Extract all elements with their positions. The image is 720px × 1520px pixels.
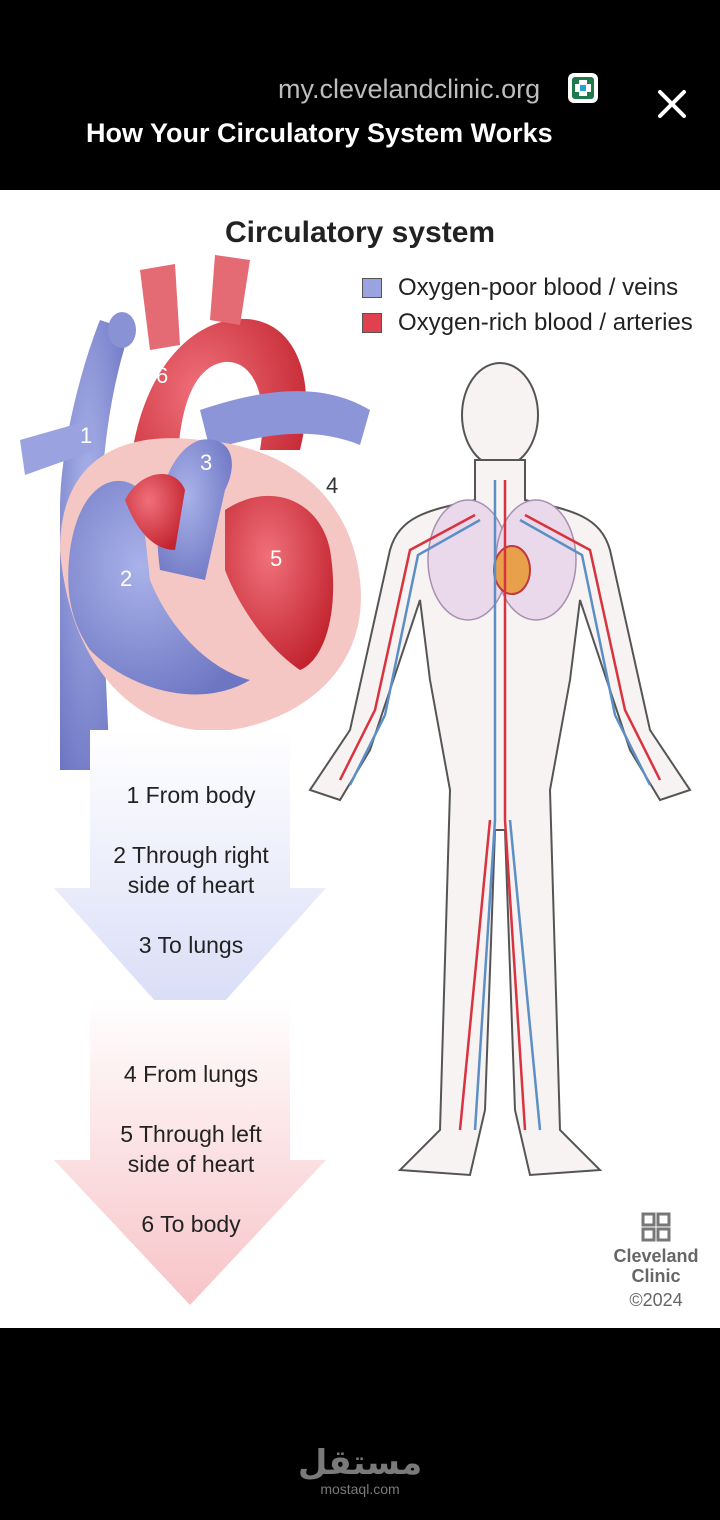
step-1: 1 From body (126, 782, 256, 808)
step-5-line1: 5 Through left (120, 1121, 262, 1147)
flow-arrows (54, 730, 326, 1305)
circulatory-infographic: Circulatory system Oxygen-poor blood / v… (0, 190, 720, 1328)
figure-title: Circulatory system (224, 216, 496, 249)
step-2-line2: side of heart (127, 872, 255, 898)
pulmonary-vessel (200, 391, 370, 450)
legend-label-arteries: Oxygen-rich blood / arteries (398, 309, 693, 336)
heart-illustration: 6 1 3 4 2 5 (20, 255, 370, 770)
legend-swatch-arteries (362, 313, 382, 333)
body-illustration (308, 362, 692, 1177)
copyright: ©2024 (629, 1290, 683, 1310)
step-2-line1: 2 Through right (113, 842, 269, 868)
arrow-oxygen-rich (54, 1000, 326, 1305)
legend-item-arteries: Oxygen-rich blood / arteries (362, 309, 693, 337)
brand-line2: Clinic (631, 1266, 681, 1286)
steps-oxygen-rich: 4 From lungs 5 Through left side of hear… (56, 1059, 326, 1239)
close-icon[interactable] (648, 80, 696, 128)
vessel-opening (108, 312, 136, 348)
brand-line1: Cleveland (613, 1246, 699, 1266)
vein-branch (20, 420, 95, 475)
cleveland-clinic-brand: Cleveland Clinic ©2024 (610, 1212, 702, 1310)
image-viewer-header: my.clevelandclinic.org How Your Circulat… (0, 0, 720, 190)
image-title: How Your Circulatory System Works (86, 118, 553, 148)
right-ventricle (68, 480, 251, 695)
legend-item-veins: Oxygen-poor blood / veins (362, 274, 678, 302)
step-4: 4 From lungs (123, 1061, 259, 1087)
cleveland-clinic-logo-icon (641, 1212, 671, 1242)
pulmonary-artery (157, 439, 232, 580)
step-6: 6 To body (141, 1211, 241, 1237)
step-3: 3 To lungs (138, 932, 244, 958)
vessels (338, 480, 662, 1131)
artery-branch (140, 264, 180, 350)
heart-label-1: 1 (80, 423, 92, 448)
arrow-oxygen-poor (54, 730, 326, 1040)
source-domain[interactable]: my.clevelandclinic.org (278, 74, 541, 104)
left-atrium (125, 473, 185, 550)
left-ventricle (225, 495, 334, 670)
body-outline (308, 362, 692, 1177)
mostaql-watermark: مستقل mostaql.com (0, 1445, 720, 1497)
artery-branch (210, 255, 250, 325)
heart-label-5: 5 (270, 546, 282, 571)
legend-label-veins: Oxygen-poor blood / veins (398, 274, 679, 301)
cleveland-clinic-favicon (568, 73, 598, 103)
heart-label-2: 2 (120, 566, 132, 591)
watermark-english: mostaql.com (320, 1481, 400, 1497)
heart-label-4: 4 (326, 473, 338, 498)
heart-label-3: 3 (200, 450, 212, 475)
watermark-arabic: مستقل (297, 1443, 423, 1483)
step-5-line2: side of heart (127, 1151, 255, 1177)
steps-oxygen-poor: 1 From body 2 Through right side of hear… (56, 780, 326, 960)
heart-small (493, 545, 531, 595)
heart-label-6: 6 (156, 363, 168, 388)
legend-swatch-veins (362, 278, 382, 298)
